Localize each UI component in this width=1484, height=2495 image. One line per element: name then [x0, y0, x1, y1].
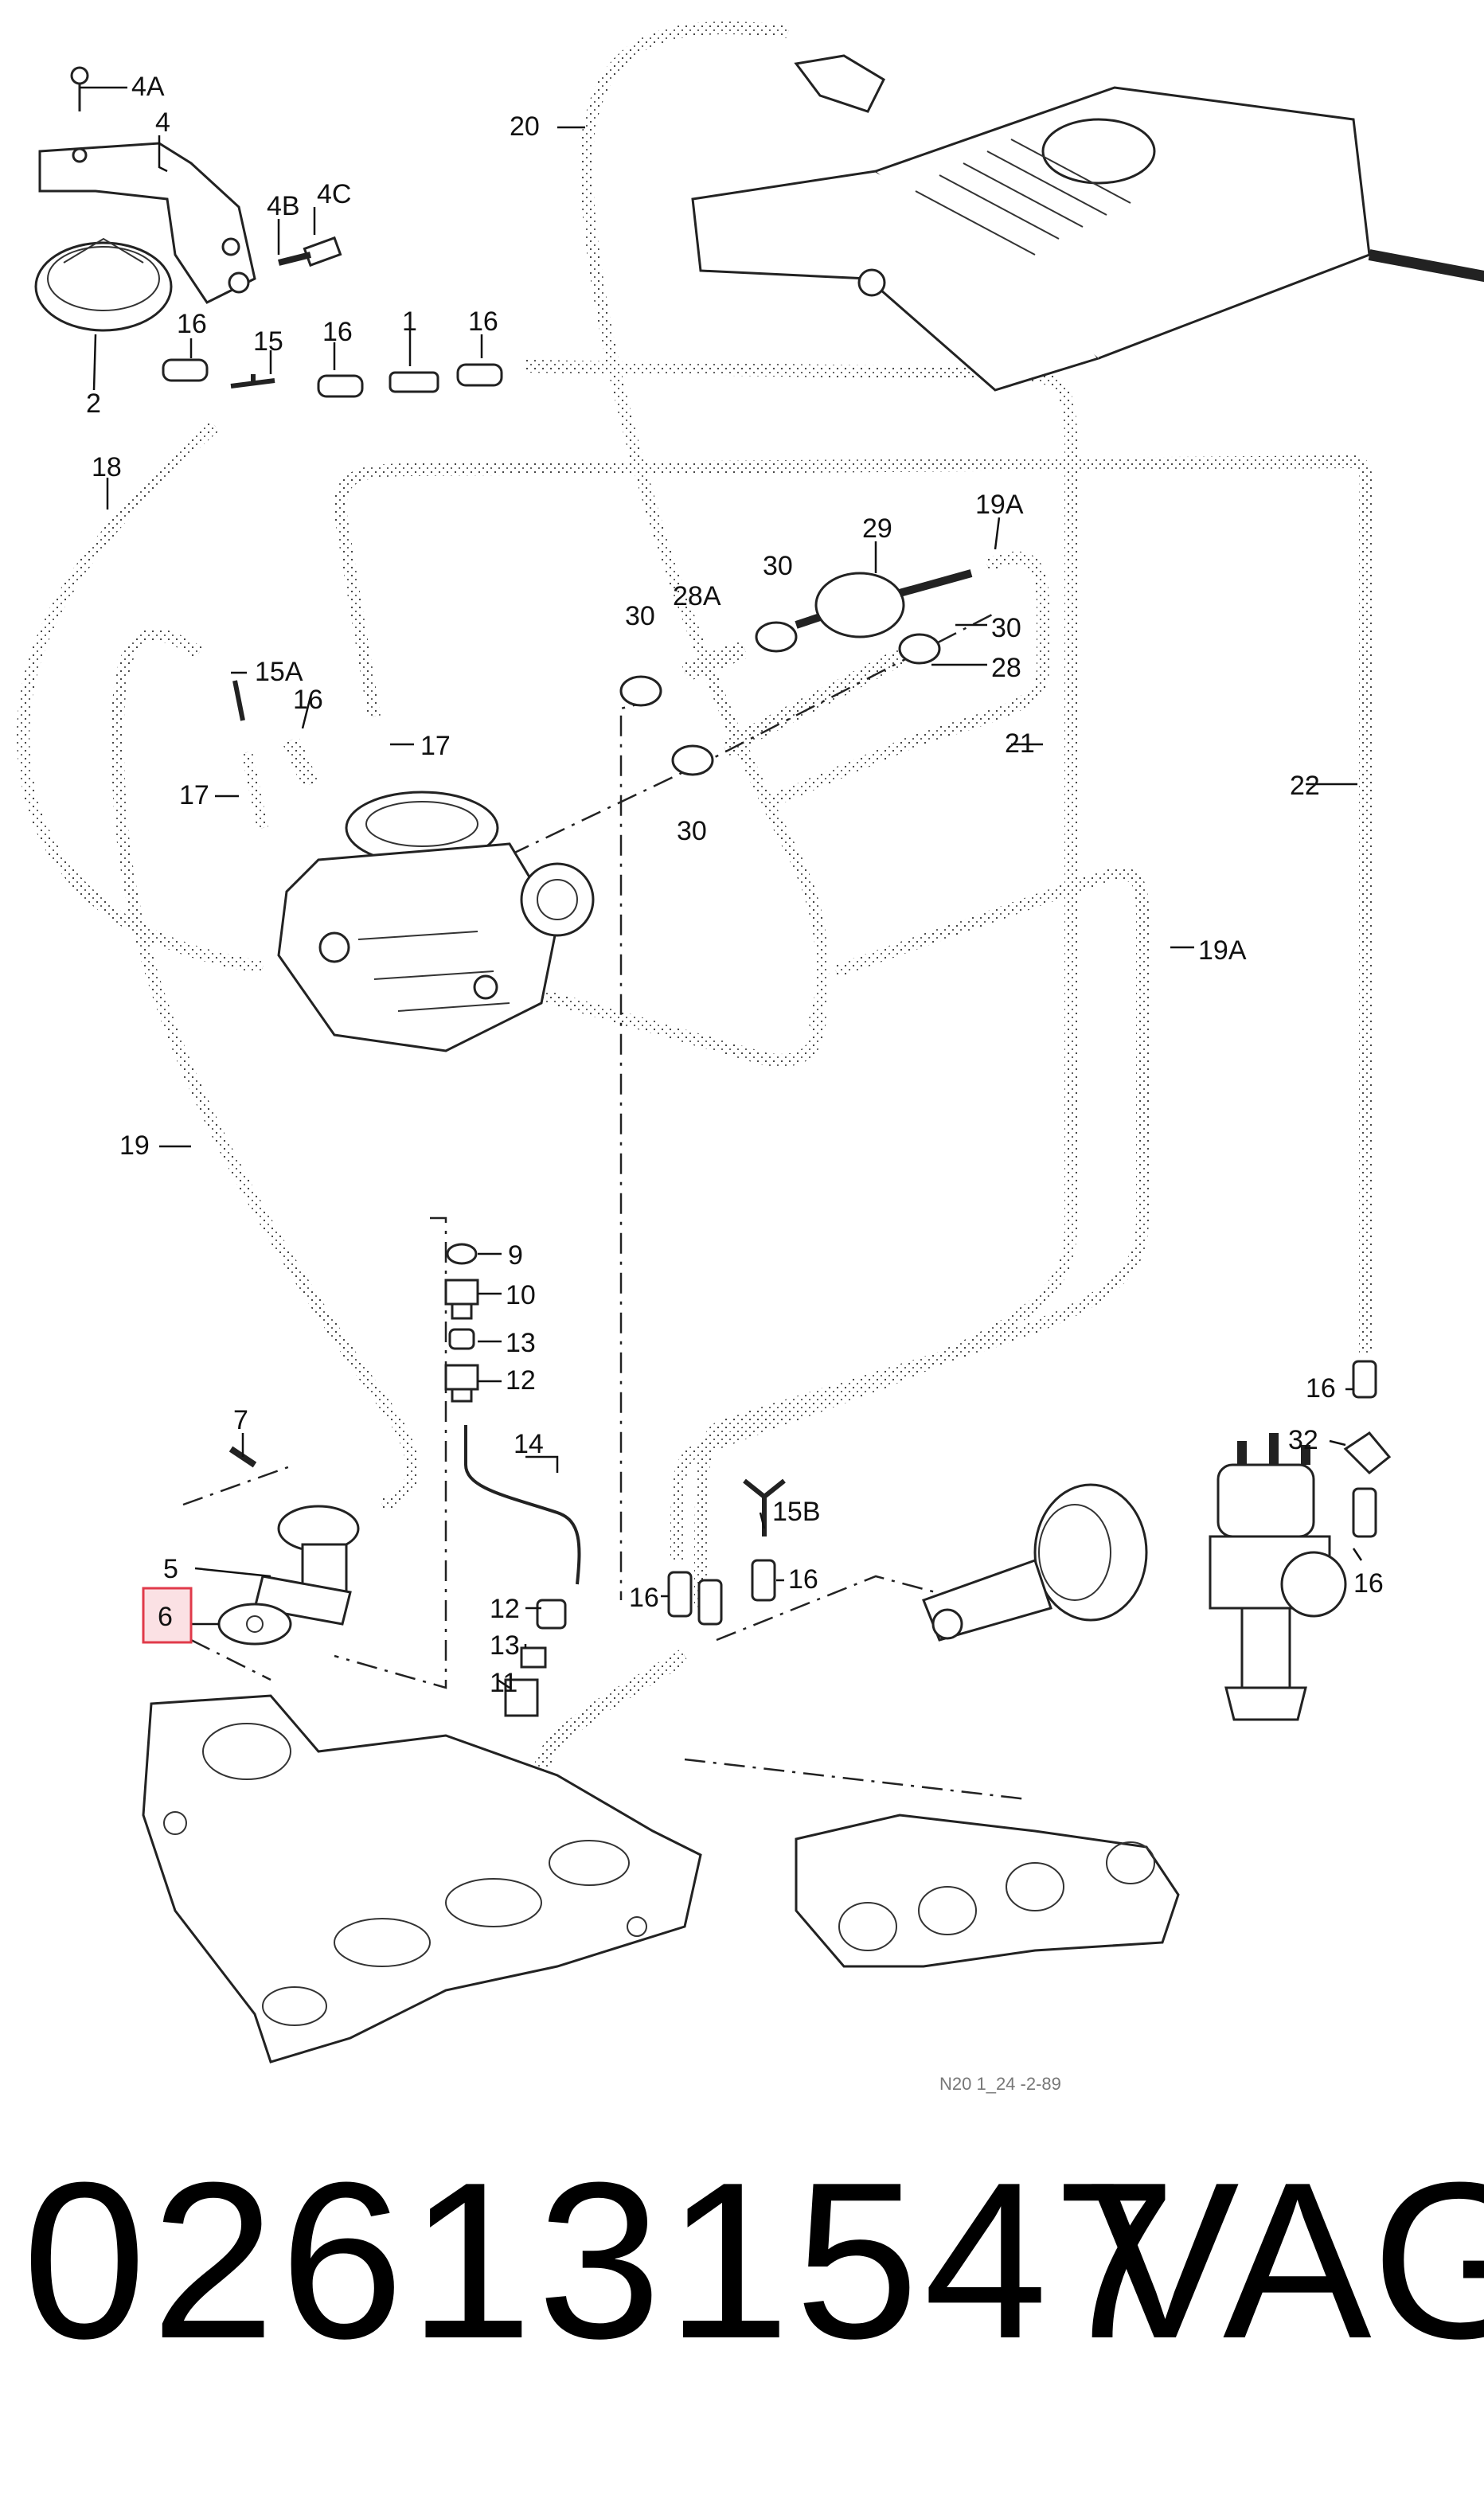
- callout-21: 21: [1005, 728, 1035, 759]
- exhaust-manifold: [795, 1814, 1180, 1968]
- callout-16-f: 16: [788, 1564, 818, 1595]
- callout-4B: 4B: [267, 191, 300, 221]
- brake-servo: [922, 1483, 1148, 1642]
- part-29-fuel-filter: [795, 569, 973, 638]
- brand-label: VAG: [1091, 2137, 1484, 2385]
- callout-30-a: 30: [625, 601, 655, 631]
- callout-16-c: 16: [468, 307, 498, 337]
- callout-10: 10: [506, 1280, 536, 1310]
- part-2-vacuum-unit: [34, 237, 173, 332]
- callout-15A: 15A: [255, 657, 303, 687]
- callout-17-b: 17: [179, 780, 209, 810]
- part-16-hose-carb: [232, 680, 319, 788]
- egr-valve-group: [217, 1446, 360, 1646]
- callout-16-d: 16: [293, 685, 323, 715]
- part-4A-screw: [70, 66, 89, 111]
- callout-14: 14: [514, 1429, 544, 1459]
- callout-12-a: 12: [506, 1365, 536, 1396]
- parts-diagram: 4A 4 4B 4C 2 16 15 16 1 16 20 18 29 19A …: [17, 21, 1484, 2094]
- callout-16-e: 16: [629, 1583, 659, 1613]
- callout-9: 9: [508, 1240, 523, 1271]
- callout-29: 29: [862, 513, 892, 544]
- callout-18: 18: [92, 452, 122, 482]
- hose-clamps-30: [619, 621, 941, 776]
- callout-19A-mid: 19A: [1198, 935, 1247, 966]
- leader-lines: [80, 86, 1363, 1689]
- intake-manifold: [142, 1694, 702, 2064]
- callout-6: 6: [158, 1602, 173, 1632]
- hose-connectors-row: [162, 358, 503, 398]
- highlight-box-6: [142, 1587, 193, 1644]
- callout-16-g: 16: [1306, 1373, 1336, 1404]
- callout-12-b: 12: [490, 1594, 520, 1624]
- callout-16-h: 16: [1353, 1568, 1384, 1599]
- distributor-assembly: [1209, 1360, 1392, 1721]
- hose-lines: [17, 21, 1373, 1776]
- part-15B-16-hoses: [667, 1478, 786, 1626]
- callout-labels: 4A 4 4B 4C 2 16 15 16 1 16 20 18 29 19A …: [86, 72, 1384, 1698]
- lower-fittings: [504, 1599, 567, 1717]
- callout-7: 7: [233, 1405, 248, 1435]
- callout-30-d: 30: [677, 816, 707, 846]
- callout-4A: 4A: [131, 72, 165, 102]
- part-number-label: 026131547: [22, 2137, 1181, 2385]
- drawing-code: N20 1_24 -2-89: [939, 2074, 1061, 2094]
- part-4-bracket: [38, 142, 256, 304]
- callout-15: 15: [253, 326, 283, 357]
- part-28A-hose: [681, 639, 748, 682]
- callout-30-c: 30: [991, 613, 1021, 643]
- callout-28A: 28A: [673, 581, 721, 611]
- callout-19: 19: [119, 1130, 150, 1161]
- air-cleaner-housing: [691, 54, 1484, 392]
- callout-16-b: 16: [322, 317, 353, 347]
- callout-15B: 15B: [772, 1497, 821, 1527]
- callout-1: 1: [402, 307, 417, 337]
- callout-22: 22: [1290, 771, 1320, 801]
- callout-20: 20: [510, 111, 540, 142]
- callout-11: 11: [490, 1668, 517, 1698]
- part-4C-bolt: [278, 236, 342, 267]
- carburettor-assembly: [277, 791, 595, 1052]
- small-parts-column: [444, 1243, 479, 1403]
- callout-4C: 4C: [317, 179, 351, 209]
- callout-28: 28: [991, 653, 1021, 683]
- callout-30-b: 30: [763, 551, 793, 581]
- callout-16-a: 16: [177, 309, 207, 339]
- callout-19A-top: 19A: [975, 490, 1024, 520]
- callout-17-a: 17: [420, 731, 451, 761]
- callout-5: 5: [163, 1554, 178, 1584]
- assembly-lines: [182, 611, 1028, 1801]
- callout-4: 4: [155, 107, 170, 138]
- callout-32: 32: [1288, 1425, 1318, 1455]
- callout-13-a: 13: [506, 1328, 536, 1358]
- callout-13-b: 13: [490, 1630, 520, 1661]
- callout-2: 2: [86, 389, 101, 419]
